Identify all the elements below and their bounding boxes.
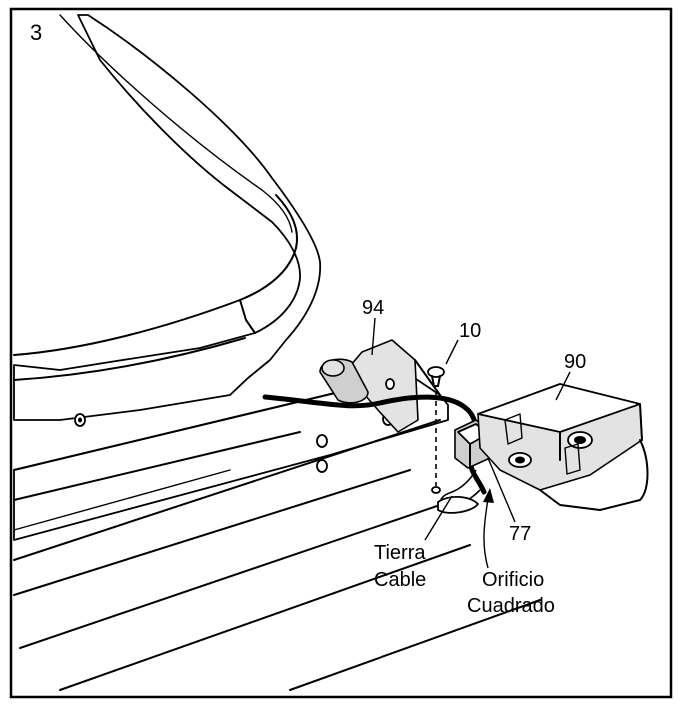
label-ground-line2: Cable [374, 569, 426, 591]
leader-90 [555, 371, 571, 401]
leader-ground [424, 495, 453, 541]
screw-10 [427, 366, 445, 494]
bracket-94 [319, 339, 441, 433]
diagram-border [9, 7, 673, 699]
label-part-10: 10 [459, 320, 481, 342]
label-part-90: 90 [564, 351, 586, 373]
label-hole-line1: Orificio [482, 569, 544, 591]
label-hole-line2: Cuadrado [467, 595, 555, 617]
frame-rail [13, 374, 541, 691]
label-ground-line1: Tierra [374, 542, 426, 564]
leader-10 [445, 339, 459, 365]
leader-94 [371, 317, 376, 356]
step-number: 3 [30, 20, 42, 45]
cover-90 [477, 383, 649, 511]
leader-77 [487, 457, 516, 523]
label-part-77: 77 [509, 523, 531, 545]
upright-housing [13, 14, 321, 427]
label-part-94: 94 [362, 297, 384, 319]
leader-hole-arrow [483, 488, 494, 569]
